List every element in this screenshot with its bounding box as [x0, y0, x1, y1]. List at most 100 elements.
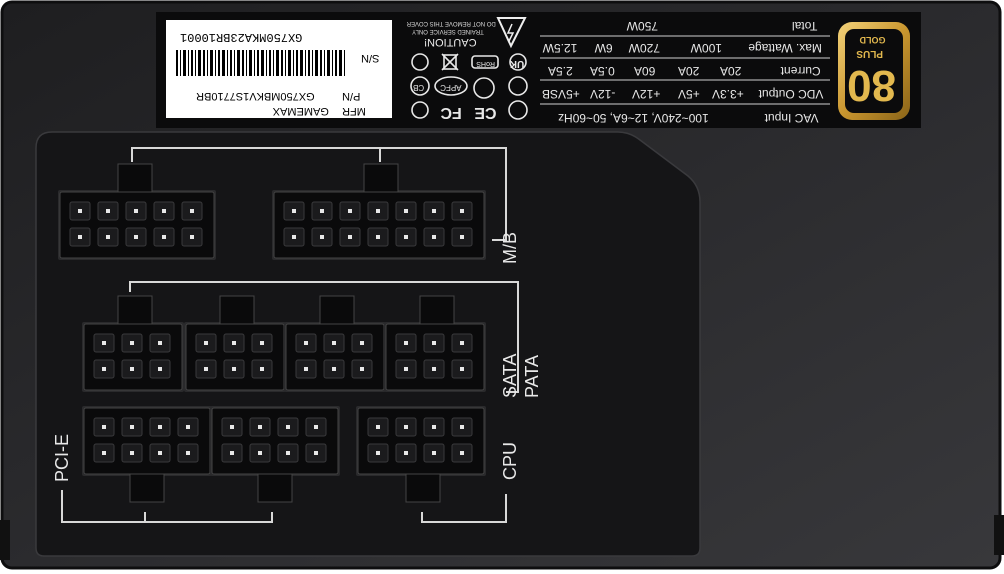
pin-contact	[460, 367, 464, 371]
pin-contact	[232, 367, 236, 371]
pin-contact	[258, 425, 262, 429]
pin-contact	[78, 209, 82, 213]
pin-contact	[376, 235, 380, 239]
pin-contact	[404, 425, 408, 429]
pin-contact	[360, 341, 364, 345]
spec-total-value: 750W	[626, 19, 658, 33]
pin-contact	[204, 341, 208, 345]
pin-contact	[314, 451, 318, 455]
spec-vdc-4: -12V	[590, 87, 615, 101]
label-pata: PATA	[522, 355, 542, 398]
spec-wattage-4: 12.5W	[542, 41, 577, 55]
pin-contact	[162, 235, 166, 239]
connector-group	[58, 163, 486, 503]
pin-contact	[230, 425, 234, 429]
certification-icons	[410, 53, 528, 120]
caution-line1: DO NOT REMOVE THIS COVER	[406, 20, 496, 26]
serial-label: S/N	[361, 52, 379, 64]
pin-contact	[292, 235, 296, 239]
side-rail-right	[994, 515, 1004, 555]
part-number: GX750MBKV1S7710BR	[196, 90, 315, 102]
pin-contact	[78, 235, 82, 239]
spec-vac-value: 100~240V, 12~6A, 50~60Hz	[558, 111, 709, 125]
pin-contact	[102, 425, 106, 429]
label-cpu: CPU	[500, 442, 520, 480]
cpu-socket[interactable]	[356, 406, 486, 503]
badge-plus: PLUS	[856, 48, 883, 59]
mb-socket-10pin[interactable]	[58, 163, 216, 260]
caution-title: CAUTION!	[424, 36, 477, 48]
spec-wattage-3: 6W	[594, 41, 613, 55]
spec-current-5: 2.5A	[548, 64, 573, 78]
pin-contact	[404, 341, 408, 345]
label-brackets	[61, 147, 519, 523]
pin-contact	[360, 367, 364, 371]
pin-contact	[460, 341, 464, 345]
fc-mark-icon	[508, 100, 528, 120]
cb-mark-icon	[410, 76, 430, 96]
pin-contact	[102, 367, 106, 371]
badge-number: 80	[847, 61, 896, 110]
pin-contact	[460, 235, 464, 239]
sata-socket-1[interactable]	[82, 295, 184, 392]
side-rail-left	[0, 520, 10, 560]
pin-contact	[230, 451, 234, 455]
sata-socket-3[interactable]	[284, 295, 386, 392]
cert-cb: CB	[413, 83, 424, 92]
cert-ce: CE	[474, 104, 497, 121]
pin-contact	[376, 425, 380, 429]
pin-contact	[376, 451, 380, 455]
ukca-mark-icon	[509, 53, 527, 71]
pin-contact	[186, 425, 190, 429]
spec-total-label: Total	[792, 19, 817, 33]
pin-contact	[432, 341, 436, 345]
pin-contact	[304, 367, 308, 371]
label-pcie: PCI-E	[52, 434, 72, 482]
pin-contact	[432, 209, 436, 213]
csa-mark-icon	[473, 77, 495, 99]
weee-bin-icon	[443, 54, 457, 70]
pin-contact	[190, 235, 194, 239]
pin-contact	[404, 367, 408, 371]
rohs-mark-icon	[471, 55, 499, 69]
pin-contact	[130, 451, 134, 455]
pin-contact	[158, 425, 162, 429]
pin-contact	[106, 209, 110, 213]
pin-contact	[186, 451, 190, 455]
manufacturer: GAMEMAX	[272, 105, 329, 117]
pin-contact	[258, 451, 262, 455]
pin-contact	[320, 209, 324, 213]
mb-socket-14pin[interactable]	[272, 163, 486, 260]
pin-contact	[404, 451, 408, 455]
recycle-icon	[411, 53, 429, 71]
pin-contact	[348, 209, 352, 213]
spec-vdc-1: +3.3V	[712, 87, 744, 101]
pin-contact	[460, 209, 464, 213]
pin-contact	[314, 425, 318, 429]
pin-contact	[162, 209, 166, 213]
pin-contact	[190, 209, 194, 213]
pin-contact	[158, 367, 162, 371]
cert-rohs: RoHS	[476, 60, 495, 67]
pin-contact	[432, 451, 436, 455]
pin-contact	[134, 209, 138, 213]
pin-contact	[260, 341, 264, 345]
pin-contact	[432, 425, 436, 429]
pin-contact	[460, 425, 464, 429]
sata-socket-2[interactable]	[184, 295, 286, 392]
spec-wattage-1: 100W	[690, 41, 722, 55]
pin-contact	[404, 209, 408, 213]
cert-uk: UK	[509, 58, 524, 69]
pcie-socket-2[interactable]	[210, 406, 340, 503]
spec-current-4: 0.5A	[590, 64, 615, 78]
pin-contact	[102, 341, 106, 345]
pin-contact	[332, 341, 336, 345]
cert-fc: FC	[440, 104, 462, 121]
barcode	[176, 50, 345, 76]
power-off-icon	[411, 101, 429, 119]
pin-contact	[432, 367, 436, 371]
pin-contact	[404, 235, 408, 239]
pcie-socket-1[interactable]	[82, 406, 212, 503]
sata-socket-4[interactable]	[384, 295, 486, 392]
